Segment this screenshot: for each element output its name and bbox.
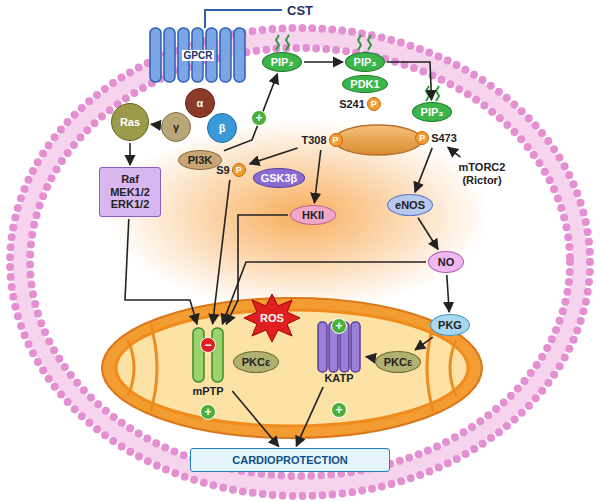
node-text: eNOS bbox=[395, 199, 425, 212]
node-text: PKCε bbox=[242, 356, 270, 369]
phosphate-circle: P bbox=[367, 97, 381, 111]
signal-node: PKCε bbox=[233, 351, 279, 373]
signal-node: PIP₂ bbox=[262, 52, 302, 72]
phosphate-circle: P bbox=[415, 131, 429, 145]
signal-node: Ras bbox=[111, 103, 149, 141]
signal-arrow bbox=[129, 143, 131, 165]
signal-node: ROS bbox=[254, 309, 290, 328]
node-text: ROS bbox=[260, 312, 284, 325]
phospho-site: T308P bbox=[299, 132, 344, 148]
node-text: PIP₂ bbox=[271, 56, 294, 69]
signal-node: PDK1 bbox=[342, 75, 387, 94]
plus-sign: + bbox=[200, 404, 216, 420]
signal-arrow bbox=[296, 387, 323, 446]
signal-arrow bbox=[226, 215, 288, 324]
signal-arrow bbox=[387, 62, 432, 100]
signal-arrow bbox=[250, 148, 298, 164]
node-text: PDK1 bbox=[350, 78, 379, 91]
signal-node: PIP₃ bbox=[412, 102, 452, 122]
node-text: mTORC2 (Rictor) bbox=[453, 161, 511, 186]
node-text: S473 bbox=[431, 132, 457, 145]
phospho-site: S9P bbox=[214, 162, 247, 178]
node-text: PIP₃ bbox=[354, 56, 377, 69]
signal-node: mTORC2 (Rictor) bbox=[448, 158, 516, 189]
label-text: CST bbox=[287, 3, 313, 18]
signal-node: α bbox=[185, 88, 215, 118]
node-text: HKII bbox=[302, 209, 324, 222]
node-text: S9 bbox=[216, 164, 229, 177]
signal-node: PI3K bbox=[178, 150, 222, 170]
signal-node: CARDIOPROTECTION bbox=[190, 448, 390, 472]
signal-node: γ bbox=[161, 112, 191, 142]
phospho-site: PS473 bbox=[413, 130, 459, 146]
node-text: T308 bbox=[301, 134, 326, 147]
signal-node: NO bbox=[428, 251, 464, 273]
signal-node: PKG bbox=[430, 314, 470, 336]
signal-arrow bbox=[151, 124, 159, 126]
node-text: Raf MEK1/2 ERK1/2 bbox=[104, 173, 156, 211]
signal-node: GSK3β bbox=[253, 168, 306, 188]
node-text: KATP bbox=[324, 372, 353, 385]
signal-node: PIP₃ bbox=[345, 52, 385, 72]
signal-arrow bbox=[448, 147, 461, 157]
node-text: α bbox=[197, 97, 204, 110]
node-text: γ bbox=[173, 121, 179, 134]
node-text: PKG bbox=[438, 319, 462, 332]
plus-sign: + bbox=[331, 402, 347, 418]
plus-sign: + bbox=[331, 318, 347, 334]
signal-node: HKII bbox=[290, 205, 336, 225]
signal-arrow bbox=[222, 262, 426, 324]
signal-arrow bbox=[447, 275, 449, 312]
signal-arrow bbox=[366, 357, 373, 358]
phosphate-circle: P bbox=[329, 133, 343, 147]
signal-arrow bbox=[415, 148, 432, 192]
node-text: CARDIOPROTECTION bbox=[232, 454, 348, 467]
signal-arrow bbox=[415, 337, 433, 350]
signal-arrow bbox=[232, 391, 278, 447]
plus-sign: + bbox=[251, 110, 267, 126]
minus-sign: − bbox=[200, 337, 216, 353]
signal-arrow bbox=[304, 61, 343, 63]
node-text: NO bbox=[438, 256, 455, 269]
node-text: S241 bbox=[339, 98, 365, 111]
node-text: PKCε bbox=[384, 356, 412, 369]
signal-arrow bbox=[125, 219, 197, 324]
label-text: GPCR bbox=[182, 50, 215, 61]
signal-node: β bbox=[207, 113, 237, 143]
phosphate-circle: P bbox=[232, 163, 246, 177]
signal-arrow bbox=[224, 74, 278, 151]
node-text: β bbox=[219, 122, 226, 135]
signal-node: eNOS bbox=[387, 194, 433, 216]
signal-arrow bbox=[213, 180, 230, 324]
node-text: PI3K bbox=[188, 154, 212, 167]
signal-node: Raf MEK1/2 ERK1/2 bbox=[99, 167, 161, 217]
signal-arrow bbox=[418, 218, 438, 250]
node-text: Ras bbox=[120, 116, 140, 129]
phospho-site: S241P bbox=[337, 96, 383, 112]
node-text: mPTP bbox=[192, 385, 223, 398]
signal-arrow bbox=[314, 150, 320, 203]
signal-node: PKCε bbox=[375, 351, 421, 373]
node-text: PIP₃ bbox=[421, 106, 444, 119]
node-text: GSK3β bbox=[261, 172, 298, 185]
